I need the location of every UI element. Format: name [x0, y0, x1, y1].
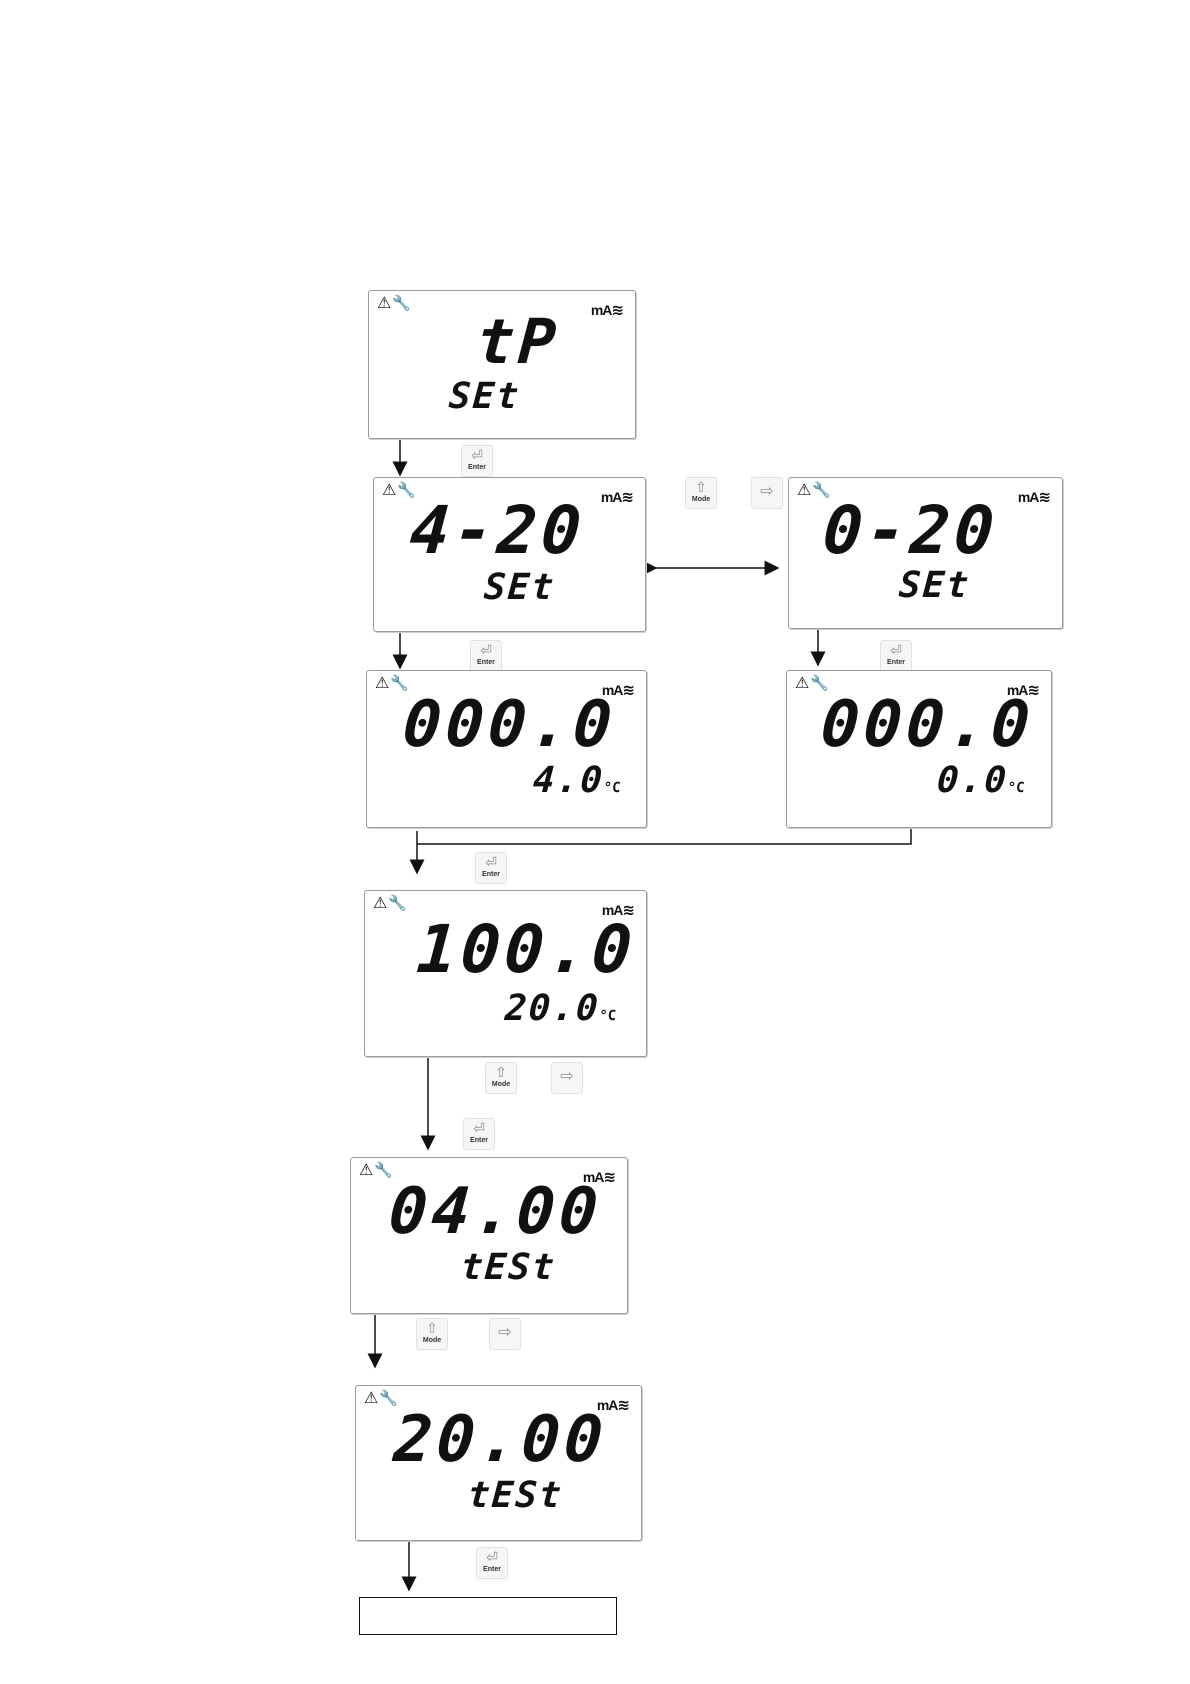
mode-key-label: Mode — [486, 1080, 516, 1089]
degree-unit: °C — [1007, 780, 1025, 796]
mode-key[interactable]: ⇧ Mode — [685, 477, 717, 509]
sub-readout: SEt — [483, 570, 557, 606]
warning-icon: ⚠ — [359, 1160, 373, 1179]
lcd-screen-low-4-20: ⚠🔧 mA≋ 000.0 4.0°C — [366, 670, 647, 828]
enter-key-label: Enter — [462, 463, 492, 472]
right-key[interactable]: ⇨ — [489, 1318, 521, 1350]
wrench-icon: 🔧 — [392, 294, 411, 312]
sub-readout: 20.0°C — [504, 991, 618, 1027]
warning-icon: ⚠ — [795, 673, 809, 692]
status-indicators: ⚠🔧 — [377, 295, 411, 311]
main-readout: 0-20 — [821, 498, 1001, 564]
main-readout: 100.0 — [415, 917, 638, 983]
enter-icon: ⏎ — [462, 449, 492, 463]
right-key[interactable]: ⇨ — [751, 477, 783, 509]
enter-icon: ⏎ — [477, 1551, 507, 1565]
enter-key-label: Enter — [477, 1565, 507, 1574]
mode-key[interactable]: ⇧ Mode — [485, 1062, 517, 1094]
sub-value: 20.0 — [504, 988, 602, 1029]
enter-key[interactable]: ⏎ Enter — [461, 445, 493, 477]
enter-key[interactable]: ⏎ Enter — [475, 852, 507, 884]
main-readout: 04.00 — [387, 1180, 604, 1244]
ma-output-indicator: mA≋ — [601, 488, 633, 506]
ma-unit: mA — [601, 489, 622, 505]
main-readout: 4-20 — [408, 498, 588, 564]
sub-readout: 0.0°C — [936, 763, 1026, 799]
status-indicators: ⚠🔧 — [373, 895, 407, 911]
wave-icon: ≋ — [1038, 488, 1050, 506]
merge-line — [417, 826, 911, 844]
status-indicators: ⚠🔧 — [364, 1390, 398, 1406]
right-arrow-icon: ⇨ — [552, 1069, 582, 1083]
enter-key-label: Enter — [881, 658, 911, 667]
lcd-screen-test-20: ⚠🔧 mA≋ 20.00 tESt — [355, 1385, 642, 1541]
status-indicators: ⚠🔧 — [375, 675, 409, 691]
lcd-screen-low-0-20: ⚠🔧 mA≋ 000.0 0.0°C — [786, 670, 1052, 828]
main-readout: 20.00 — [392, 1408, 609, 1472]
wrench-icon: 🔧 — [388, 894, 407, 912]
wave-icon: ≋ — [603, 1168, 615, 1186]
warning-icon: ⚠ — [797, 480, 811, 499]
up-arrow-icon: ⇧ — [486, 1066, 516, 1080]
right-arrow-icon: ⇨ — [752, 484, 782, 498]
wrench-icon: 🔧 — [374, 1161, 393, 1179]
lcd-screen-high: ⚠🔧 mA≋ 100.0 20.0°C — [364, 890, 647, 1057]
sub-value: 0.0 — [936, 760, 1010, 801]
warning-icon: ⚠ — [364, 1388, 378, 1407]
result-box — [359, 1597, 617, 1635]
warning-icon: ⚠ — [375, 673, 389, 692]
sub-readout: tESt — [467, 1478, 564, 1514]
up-arrow-icon: ⇧ — [686, 481, 716, 495]
enter-key[interactable]: ⏎ Enter — [463, 1118, 495, 1150]
enter-icon: ⏎ — [464, 1122, 494, 1136]
enter-key[interactable]: ⏎ Enter — [470, 640, 502, 672]
lcd-screen-test-04: ⚠🔧 mA≋ 04.00 tESt — [350, 1157, 628, 1314]
enter-key[interactable]: ⏎ Enter — [880, 640, 912, 672]
degree-unit: °C — [603, 780, 621, 796]
mode-key-label: Mode — [417, 1336, 447, 1345]
sub-readout: 4.0°C — [532, 763, 622, 799]
right-key[interactable]: ⇨ — [551, 1062, 583, 1094]
enter-key-label: Enter — [464, 1136, 494, 1145]
status-indicators: ⚠🔧 — [382, 482, 416, 498]
wave-icon: ≋ — [617, 1396, 629, 1414]
main-readout: tP — [475, 311, 562, 373]
wave-icon: ≋ — [621, 488, 633, 506]
sub-value: 4.0 — [532, 760, 606, 801]
lcd-screen-tp-set: ⚠🔧 mA≋ tP SEt — [368, 290, 636, 439]
sub-readout: SEt — [448, 379, 522, 415]
up-arrow-icon: ⇧ — [417, 1322, 447, 1336]
enter-icon: ⏎ — [471, 644, 501, 658]
enter-icon: ⏎ — [476, 856, 506, 870]
main-readout: 000.0 — [819, 693, 1036, 757]
mode-key-label: Mode — [686, 495, 716, 504]
warning-icon: ⚠ — [377, 293, 391, 312]
ma-output-indicator: mA≋ — [591, 301, 623, 319]
wave-icon: ≋ — [622, 681, 634, 699]
degree-unit: °C — [599, 1008, 617, 1024]
enter-icon: ⏎ — [881, 644, 911, 658]
warning-icon: ⚠ — [382, 480, 396, 499]
sub-readout: tESt — [460, 1250, 557, 1286]
ma-unit: mA — [1018, 489, 1039, 505]
main-readout: 000.0 — [401, 693, 618, 757]
warning-icon: ⚠ — [373, 893, 387, 912]
mode-key[interactable]: ⇧ Mode — [416, 1318, 448, 1350]
lcd-screen-0-20-set: ⚠🔧 mA≋ 0-20 SEt — [788, 477, 1063, 629]
lcd-screen-4-20-set: ⚠🔧 mA≋ 4-20 SEt — [373, 477, 646, 632]
wave-icon: ≋ — [611, 301, 623, 319]
right-arrow-icon: ⇨ — [490, 1325, 520, 1339]
ma-output-indicator: mA≋ — [1018, 488, 1050, 506]
enter-key-label: Enter — [476, 870, 506, 879]
ma-unit: mA — [591, 302, 612, 318]
enter-key-label: Enter — [471, 658, 501, 667]
enter-key[interactable]: ⏎ Enter — [476, 1547, 508, 1579]
sub-readout: SEt — [898, 568, 972, 604]
wrench-icon: 🔧 — [379, 1389, 398, 1407]
status-indicators: ⚠🔧 — [359, 1162, 393, 1178]
